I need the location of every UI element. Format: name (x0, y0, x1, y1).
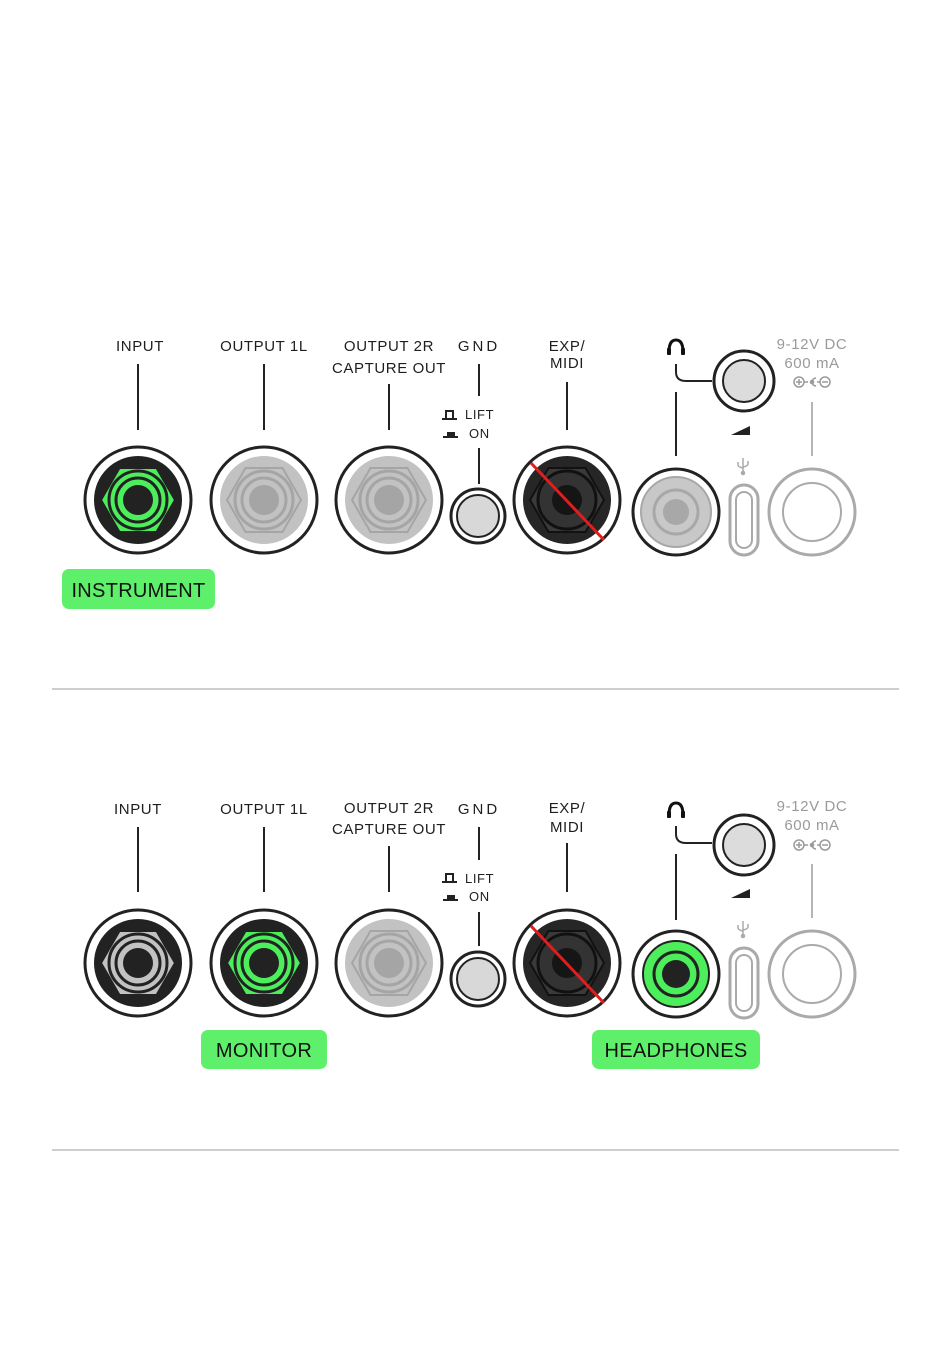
label-gnd: GND (458, 338, 500, 355)
headphones-icon (667, 803, 685, 818)
switch-up-icon (442, 411, 457, 419)
volume-ramp-icon (731, 426, 750, 435)
usb-icon (738, 458, 748, 475)
label-midi: MIDI (550, 355, 584, 372)
ground-lift-switch[interactable] (451, 952, 505, 1006)
label-output-2r: OUTPUT 2R (344, 800, 434, 817)
headphones-icon (667, 340, 685, 355)
label-on: ON (469, 889, 490, 904)
label-capture-out: CAPTURE OUT (332, 360, 446, 377)
power-jack[interactable] (769, 931, 855, 1017)
panel-monitor-headphones: INPUT OUTPUT 1L OUTPUT 2R CAPTURE OUT GN… (85, 798, 855, 1069)
usb-port[interactable] (730, 948, 758, 1018)
headphone-jack[interactable] (633, 469, 719, 555)
usb-port[interactable] (730, 485, 758, 555)
usb-icon (738, 921, 748, 938)
label-lift: LIFT (465, 871, 494, 886)
volume-knob[interactable] (714, 351, 774, 411)
label-power-voltage: 9-12V DC (777, 798, 848, 815)
tag-headphones: HEADPHONES (592, 1030, 760, 1069)
label-lift: LIFT (465, 407, 494, 422)
switch-down-icon (443, 432, 458, 437)
label-input: INPUT (116, 338, 164, 355)
switch-up-icon (442, 874, 457, 882)
label-output-1l: OUTPUT 1L (220, 338, 308, 355)
label-power-current: 600 mA (784, 355, 839, 372)
volume-ramp-icon (731, 889, 750, 898)
exp-midi-jack[interactable] (514, 447, 620, 553)
output-1l-jack[interactable] (211, 447, 317, 553)
panel-instrument: INPUT OUTPUT 1L OUTPUT 2R CAPTURE OUT GN… (62, 336, 855, 609)
svg-text:HEADPHONES: HEADPHONES (604, 1040, 747, 1062)
output-2r-jack[interactable] (336, 910, 442, 1016)
label-on: ON (469, 426, 490, 441)
switch-down-icon (443, 895, 458, 900)
label-input: INPUT (114, 801, 162, 818)
power-polarity-icon (794, 840, 830, 850)
label-gnd: GND (458, 801, 500, 818)
headphone-jack[interactable] (633, 931, 719, 1017)
label-output-2r: OUTPUT 2R (344, 338, 434, 355)
label-power-voltage: 9-12V DC (777, 336, 848, 353)
input-jack[interactable] (85, 910, 191, 1016)
tag-instrument: INSTRUMENT (62, 569, 215, 609)
input-jack[interactable] (85, 447, 191, 553)
svg-text:MONITOR: MONITOR (216, 1040, 312, 1062)
label-capture-out: CAPTURE OUT (332, 821, 446, 838)
tag-monitor: MONITOR (201, 1030, 327, 1069)
ground-lift-switch[interactable] (451, 489, 505, 543)
label-output-1l: OUTPUT 1L (220, 801, 308, 818)
output-2r-jack[interactable] (336, 447, 442, 553)
label-exp: EXP/ (549, 800, 586, 817)
label-midi: MIDI (550, 819, 584, 836)
label-exp: EXP/ (549, 338, 586, 355)
svg-text:INSTRUMENT: INSTRUMENT (71, 580, 205, 602)
volume-knob[interactable] (714, 815, 774, 875)
power-jack[interactable] (769, 469, 855, 555)
power-polarity-icon (794, 377, 830, 387)
exp-midi-jack[interactable] (514, 910, 620, 1016)
output-1l-jack[interactable] (211, 910, 317, 1016)
label-power-current: 600 mA (784, 817, 839, 834)
